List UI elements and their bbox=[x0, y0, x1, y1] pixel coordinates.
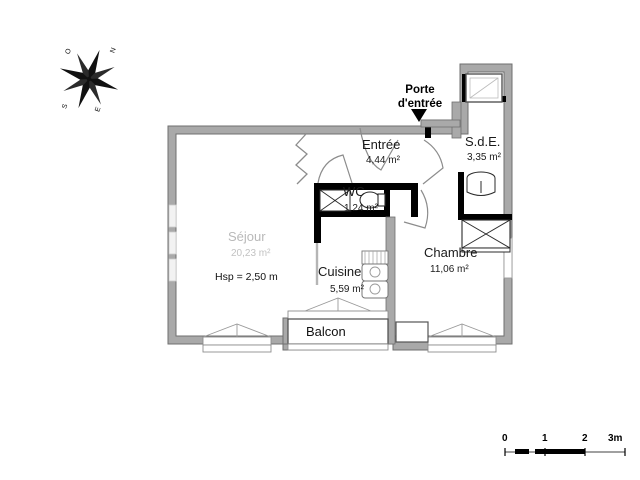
scale-seg-a bbox=[515, 449, 529, 454]
entree-right-jamb bbox=[425, 126, 431, 138]
window-sejour-left-2 bbox=[168, 231, 177, 255]
window-box-balcon-right bbox=[395, 321, 429, 343]
sejour-cuisine-wall bbox=[314, 217, 321, 243]
sde-partition bbox=[458, 214, 512, 220]
window-sejour-bottom bbox=[202, 323, 272, 353]
wc-top-wall bbox=[314, 183, 418, 190]
windows bbox=[168, 73, 513, 353]
entrance-door-marker-icon bbox=[411, 109, 427, 122]
window-chambre-bottom bbox=[427, 323, 497, 353]
door-sde-swing bbox=[422, 139, 444, 185]
door-entree-main-swing bbox=[359, 127, 399, 171]
fixtures bbox=[319, 171, 511, 299]
door-chambre-swing bbox=[403, 189, 429, 229]
entry-door-header bbox=[420, 119, 461, 128]
door-sejour-folding bbox=[295, 133, 308, 185]
compass-rose-icon bbox=[59, 49, 119, 109]
sde-top-jamb bbox=[462, 74, 468, 102]
scale-bar bbox=[504, 448, 626, 456]
fixture-bathtub bbox=[461, 219, 511, 253]
fixture-washbasin bbox=[466, 171, 496, 196]
doors bbox=[295, 127, 444, 285]
scale-seg-b bbox=[535, 449, 545, 454]
fixture-wc-cupboard bbox=[319, 189, 351, 212]
balcon-box bbox=[287, 318, 389, 351]
scale-seg-c bbox=[545, 449, 585, 454]
wc-bottom-wall bbox=[314, 210, 390, 217]
window-sde-top bbox=[465, 73, 503, 103]
window-sejour-left-1 bbox=[168, 204, 177, 228]
fixture-toilet bbox=[359, 191, 386, 209]
door-entree-sejour-swing bbox=[317, 154, 353, 184]
sde-left-jamb bbox=[458, 172, 464, 220]
wc-right-jamb bbox=[384, 183, 390, 217]
window-sejour-left-3 bbox=[168, 258, 177, 282]
wc-left-jamb bbox=[314, 183, 320, 217]
wc-right-stub bbox=[411, 183, 418, 217]
fixture-kitchen-unit bbox=[361, 250, 389, 299]
